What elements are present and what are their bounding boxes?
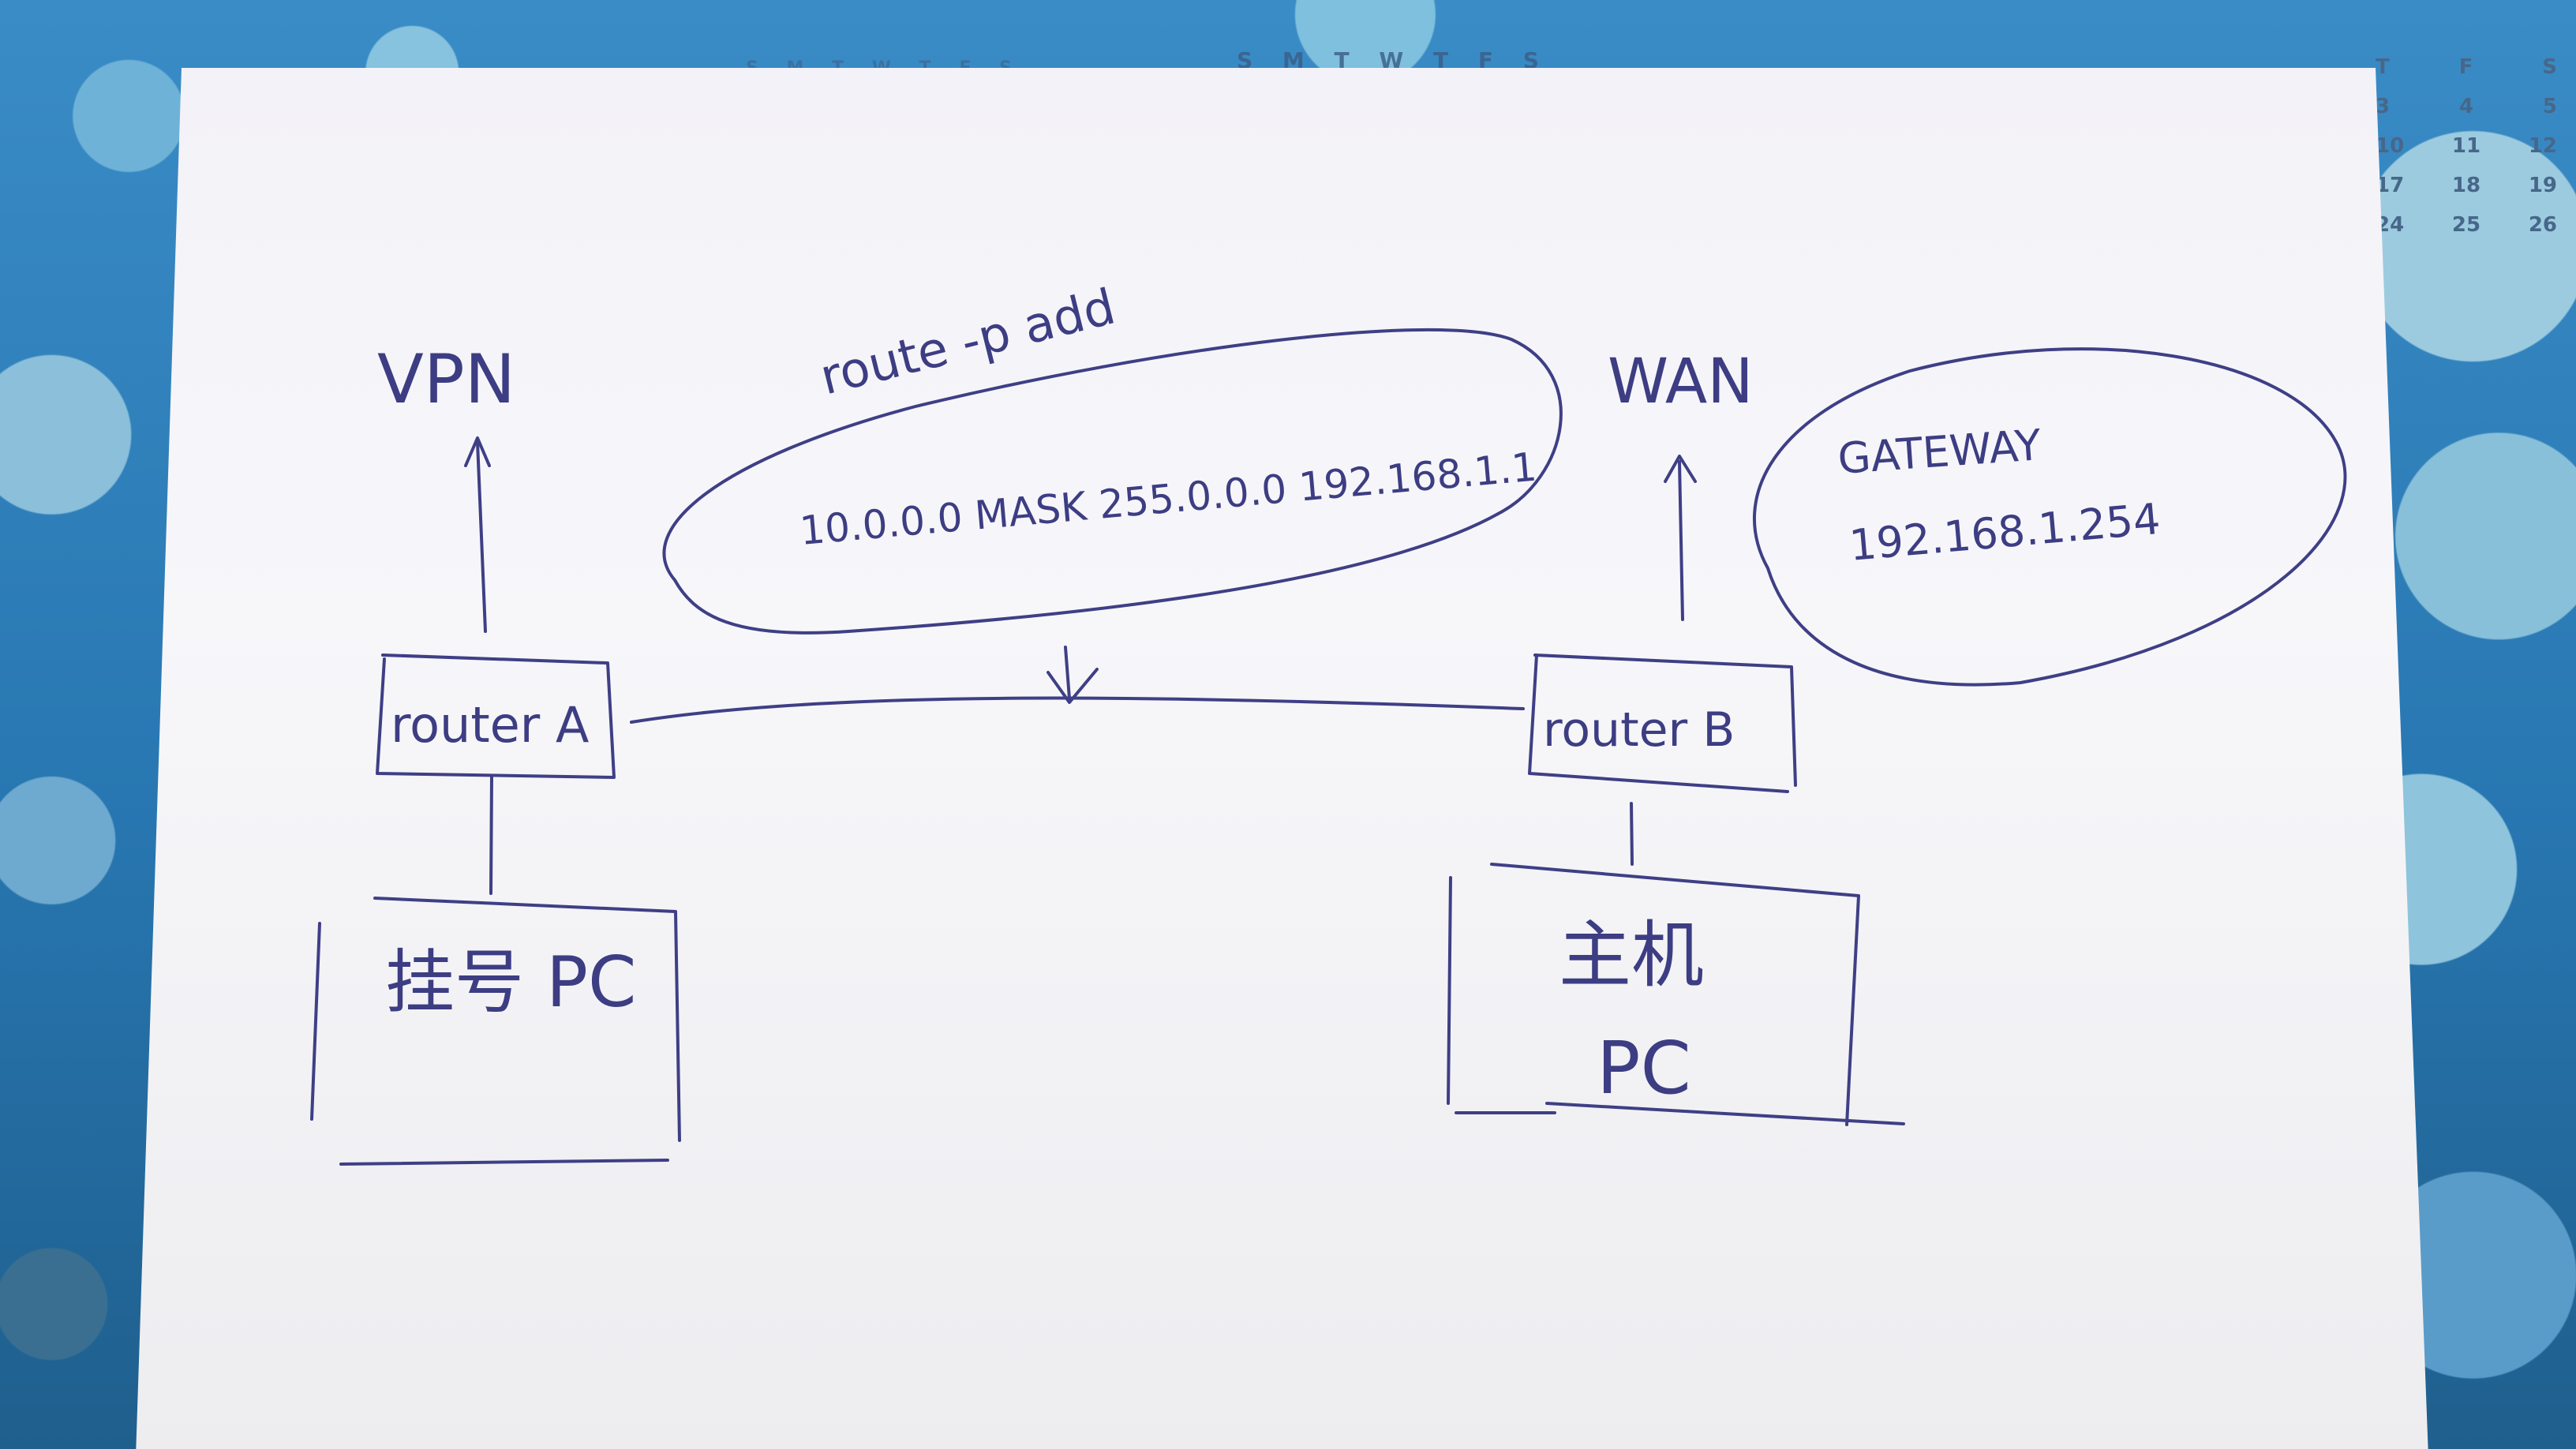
calendar-header-f: F (2458, 55, 2473, 79)
router-b-label: router B (1543, 702, 1735, 758)
route-down-arrow (1046, 646, 1099, 704)
gateway-title-label: GATEWAY (1837, 420, 2044, 484)
wan-arrow-head (1664, 455, 1697, 483)
calendar-row: 3 4 5 (2376, 95, 2557, 134)
router-a-outline (376, 653, 616, 779)
router-b-box: router B (1528, 653, 1797, 793)
vpn-label: VPN (377, 340, 515, 419)
calendar-day: 3 (2376, 95, 2391, 118)
router-b-to-pc-line (1630, 802, 1634, 866)
wan-arrow-line (1678, 460, 1684, 621)
calendar-day: 26 (2528, 213, 2557, 237)
calendar-day: 10 (2376, 134, 2405, 158)
router-b-outline (1528, 653, 1797, 793)
wan-arrow (1664, 455, 1697, 621)
router-a-label: router A (391, 696, 589, 754)
vpn-arrow-line (476, 440, 487, 633)
gateway-ip-label: 192.168.1.254 (1848, 494, 2162, 571)
pc-a-outline (310, 897, 681, 1166)
pc-a-box: 挂号 PC (310, 897, 681, 1166)
route-command-label: route -p add (814, 277, 1121, 406)
pc-a-label: 挂号 PC (385, 942, 637, 1023)
route-entry-label: 10.0.0.0 MASK 255.0.0.0 192.168.1.1 (798, 444, 1539, 554)
calendar-day: 4 (2458, 95, 2474, 118)
pc-b-label-line2: PC (1597, 1026, 1691, 1110)
route-bubble: 10.0.0.0 MASK 255.0.0.0 192.168.1.1 (662, 328, 1563, 635)
calendar-day: 19 (2528, 174, 2557, 197)
calendar-header-s: S (2542, 55, 2557, 79)
paper-sheet (136, 68, 2428, 1449)
vpn-arrow (464, 436, 491, 633)
calendar-day: 5 (2542, 95, 2557, 118)
pc-b-outline (1447, 863, 1905, 1126)
calendar-right-header: T F S (2376, 55, 2557, 95)
calendar-day: 25 (2451, 213, 2481, 237)
calendar-day: 12 (2528, 134, 2557, 158)
router-a-box: router A (376, 653, 616, 779)
pc-b-label-line1: 主机 (1559, 913, 1704, 998)
calendar-header-t: T (2376, 55, 2390, 79)
calendar-day: 11 (2451, 134, 2481, 158)
vpn-arrow-head (464, 436, 491, 467)
pc-b-box: 主机 PC (1447, 863, 1905, 1126)
gateway-bubble: GATEWAY 192.168.1.254 (1752, 347, 2347, 687)
gateway-bubble-outline (1752, 347, 2347, 687)
calendar-day: 18 (2451, 174, 2481, 197)
wan-label: WAN (1608, 346, 1754, 417)
route-bubble-outline (662, 328, 1563, 635)
router-link-line (630, 696, 1525, 724)
router-a-to-pc-line (489, 774, 493, 895)
calendar-row: 10 11 12 (2376, 134, 2557, 174)
